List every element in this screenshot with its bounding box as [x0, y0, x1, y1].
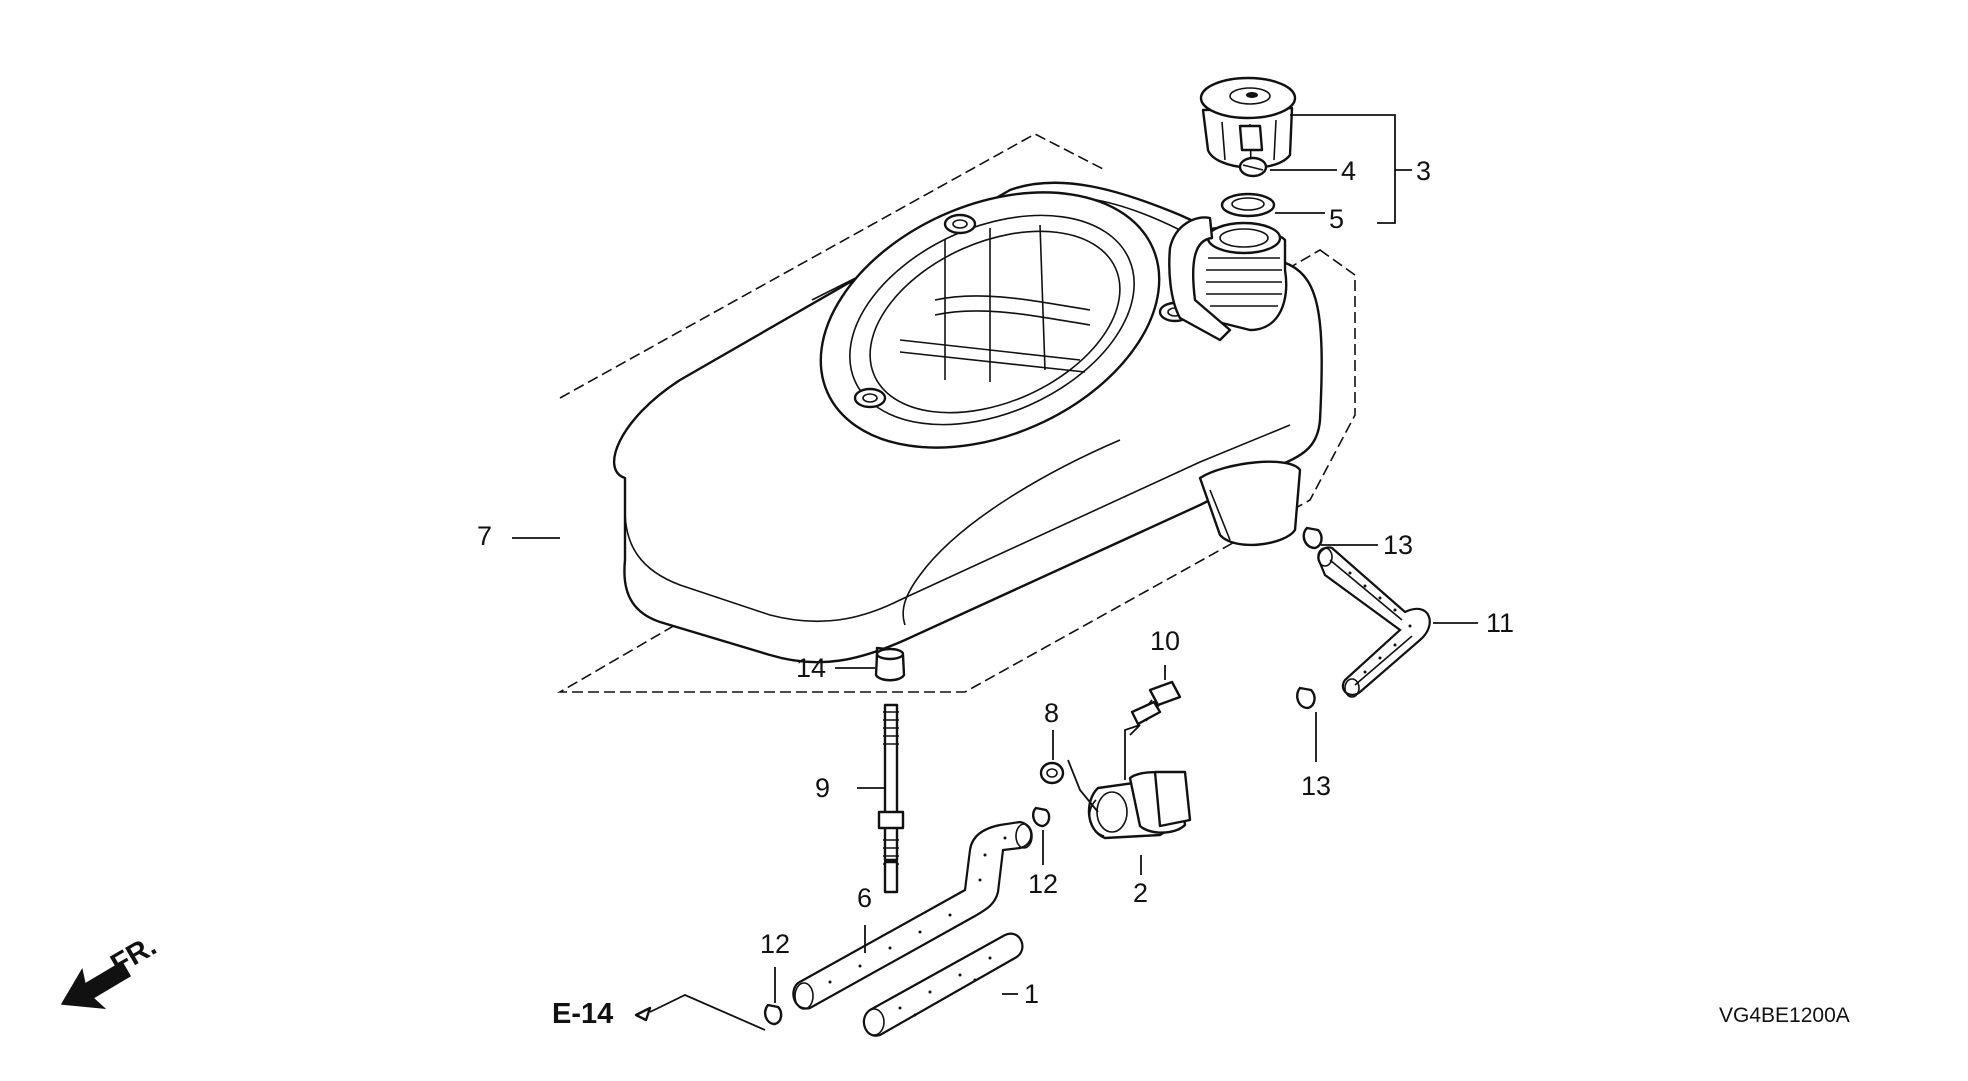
label-part-12-lower: 12	[760, 929, 790, 959]
label-part-1: 1	[1024, 979, 1039, 1009]
label-part-12-upper: 12	[1028, 869, 1058, 899]
label-part-8: 8	[1044, 698, 1059, 728]
label-part-5: 5	[1329, 204, 1344, 234]
fuel-cock	[1087, 770, 1192, 840]
reference-arrow-icon	[634, 1006, 652, 1022]
vent-hose	[1317, 546, 1431, 698]
hose-clip-lower	[1296, 686, 1316, 710]
tube-clip-lower	[764, 1003, 783, 1026]
flange-bolt	[1130, 680, 1182, 726]
label-part-13-lower: 13	[1301, 771, 1331, 801]
tank-joint	[874, 647, 906, 682]
front-direction-arrow-icon	[60, 960, 132, 1009]
label-part-7: 7	[477, 521, 492, 551]
leader-lines	[512, 114, 1478, 1031]
label-part-11: 11	[1486, 608, 1514, 638]
tube-clip-upper	[1032, 806, 1051, 828]
label-part-3: 3	[1416, 156, 1431, 186]
fuel-tank	[612, 181, 1323, 672]
fuel-tube	[792, 820, 1033, 1010]
label-part-4: 4	[1341, 156, 1356, 186]
hose-clip-upper	[1302, 526, 1323, 550]
label-part-10: 10	[1150, 626, 1180, 656]
drawing-code: VG4BE1200A	[1719, 1004, 1850, 1027]
straight-tube	[862, 932, 1024, 1037]
cap-vent-nut	[1238, 156, 1268, 178]
assembly-boundary	[557, 133, 1356, 693]
fuel-cap	[1199, 76, 1297, 169]
label-part-2: 2	[1133, 878, 1148, 908]
stud-bolt	[877, 703, 905, 894]
label-part-14: 14	[796, 653, 826, 683]
cap-gasket	[1220, 192, 1276, 218]
cock-nut	[1039, 761, 1065, 785]
label-part-13-upper: 13	[1383, 530, 1413, 560]
label-part-9: 9	[815, 773, 830, 803]
label-part-6: 6	[857, 883, 872, 913]
reference-label: E-14	[552, 998, 613, 1030]
